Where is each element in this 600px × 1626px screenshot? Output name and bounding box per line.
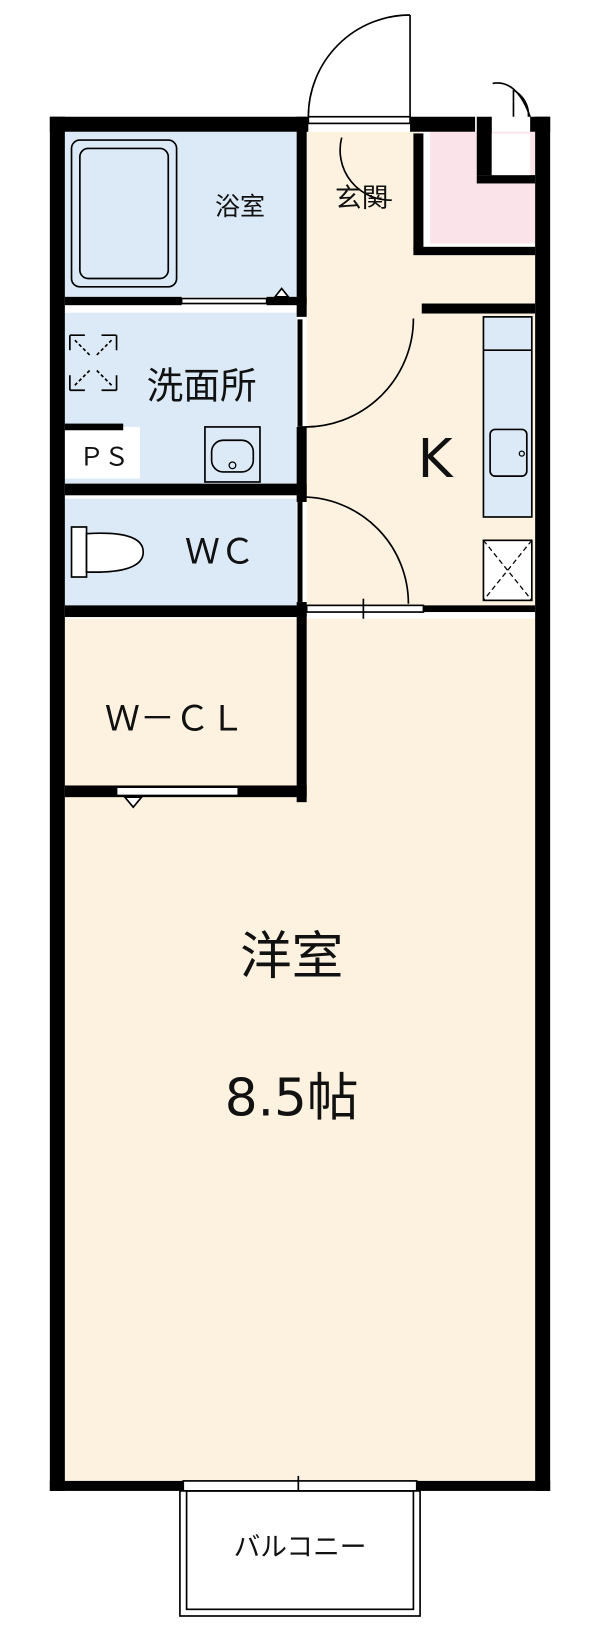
entrance-label: 玄関 [335, 183, 388, 214]
toilet-label: ＷＣ [185, 532, 255, 573]
washer-space-icon [69, 334, 118, 392]
washroom-label: 洗面所 [147, 365, 257, 408]
toilet-icon [70, 526, 145, 578]
door-swings [297, 14, 531, 604]
western-room-label: 洋室 [240, 927, 343, 987]
western-room-size: 8.5帖 [225, 1069, 359, 1129]
ps-label: ＰＳ [79, 442, 129, 471]
western-room-fill-upper [64, 618, 536, 1481]
walls [49, 116, 551, 1491]
kitchen-counter [482, 316, 533, 518]
kitchen-sink-icon [489, 428, 528, 477]
balcony-label: バルコニー [234, 1532, 367, 1563]
entrance-fill [306, 131, 421, 249]
wash-basin-icon [204, 426, 261, 483]
bathtub-icon [70, 139, 178, 288]
closet-label: Ｗ－ＣＬ [105, 698, 245, 739]
ps-box [64, 426, 140, 479]
bathroom-label: 浴室 [215, 192, 265, 221]
kitchen-label: K [418, 427, 455, 490]
